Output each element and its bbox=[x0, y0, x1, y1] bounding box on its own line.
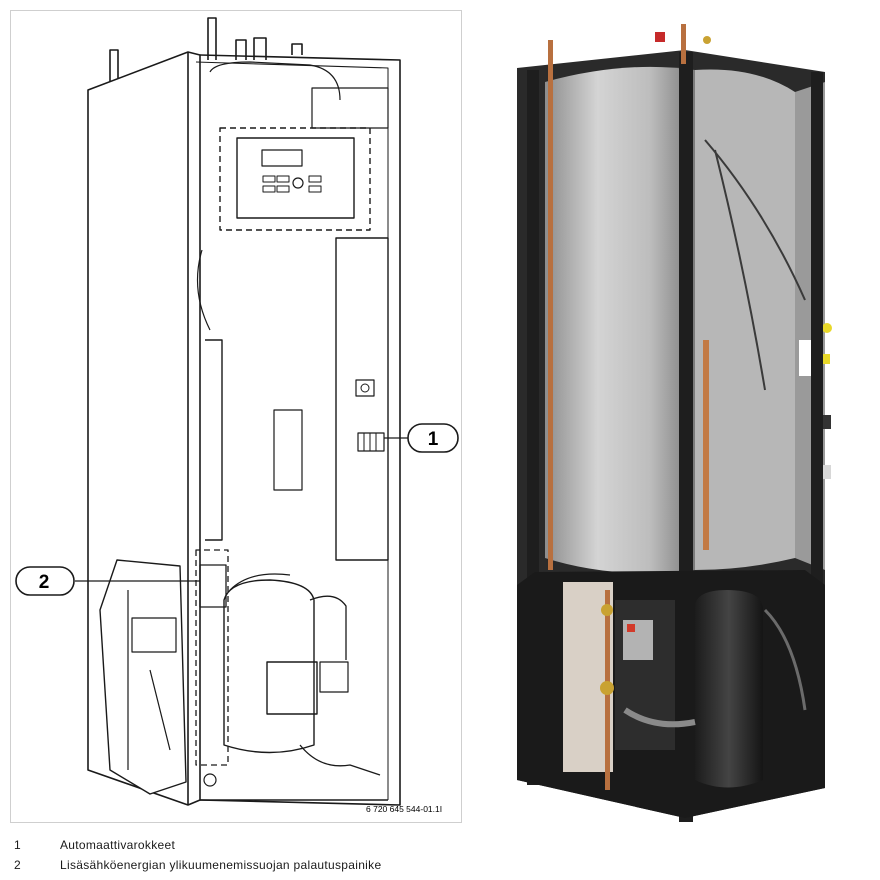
pump-cutaway bbox=[99, 559, 187, 795]
display bbox=[261, 149, 303, 167]
legend-item-2: 2 Lisäsähköenergian ylikuumenemissuojan p… bbox=[14, 858, 381, 872]
electrical-box bbox=[335, 237, 389, 561]
callout-1-label: 1 bbox=[428, 429, 439, 450]
figure-frame bbox=[10, 10, 462, 823]
legend-item-2-text: Lisäsähköenergian ylikuumenemissuojan pa… bbox=[60, 858, 382, 872]
heat-pump-photo bbox=[517, 24, 832, 822]
control-panel bbox=[236, 137, 355, 219]
cabinet-body bbox=[199, 54, 401, 806]
legend-item-1-text: Automaattivarokkeet bbox=[60, 838, 176, 852]
top-pipe-4 bbox=[253, 37, 267, 60]
figure-code: 6 720 645 544-01.1I bbox=[366, 804, 442, 814]
top-pipe-3 bbox=[235, 39, 247, 60]
legend-item-1: 1 Automaattivarokkeet bbox=[14, 838, 175, 852]
controller-box bbox=[219, 127, 371, 231]
top-pipe-5 bbox=[291, 43, 303, 55]
reset-button-housing bbox=[199, 564, 227, 608]
top-pipe-1 bbox=[109, 49, 119, 90]
callout-2-label: 2 bbox=[39, 572, 50, 593]
legend-item-2-number: 2 bbox=[14, 858, 21, 872]
heat-pump-diagram: 1 2 6 720 645 544-01.1I bbox=[15, 17, 459, 814]
callout-2: 2 bbox=[15, 566, 75, 596]
top-pipe-2 bbox=[207, 17, 217, 60]
callout-1: 1 bbox=[407, 423, 459, 453]
circuit-breakers bbox=[357, 432, 385, 452]
compressor bbox=[223, 579, 315, 754]
legend-item-1-number: 1 bbox=[14, 838, 21, 852]
